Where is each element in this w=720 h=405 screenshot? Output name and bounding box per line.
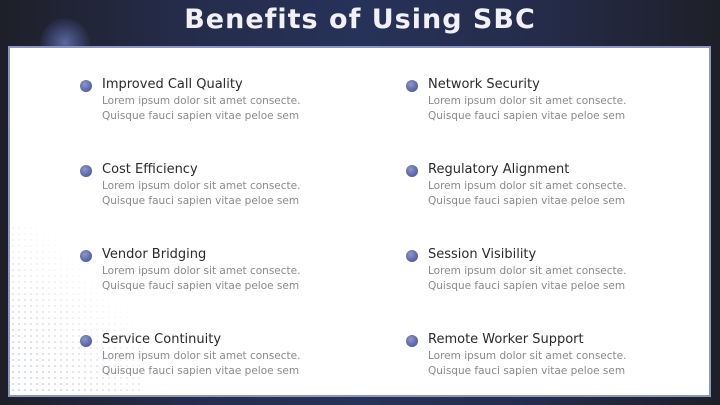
benefit-description: Lorem ipsum dolor sit amet consecte.Quis… [428,350,627,377]
benefit-description: Lorem ipsum dolor sit amet consecte.Quis… [102,265,301,292]
benefit-title: Network Security [428,77,540,92]
benefit-title: Remote Worker Support [428,332,584,347]
bullet-circle-icon [80,165,92,177]
bullet-circle-icon [80,80,92,92]
benefit-title: Service Continuity [102,332,222,347]
benefit-description: Lorem ipsum dolor sit amet consecte.Quis… [428,265,627,292]
benefit-title: Session Visibility [428,247,537,262]
benefit-description: Lorem ipsum dolor sit amet consecte.Quis… [428,95,627,122]
bullet-circle-icon [406,165,418,177]
content-panel: Improved Call Quality Lorem ipsum dolor … [8,46,711,397]
benefit-description: Lorem ipsum dolor sit amet consecte.Quis… [428,180,627,207]
benefit-title: Cost Efficiency [102,162,198,177]
bullet-circle-icon [406,335,418,347]
dot-pattern-decoration [10,225,140,395]
bullet-circle-icon [406,80,418,92]
benefit-description: Lorem ipsum dolor sit amet consecte.Quis… [102,350,301,377]
bullet-circle-icon [80,335,92,347]
bullet-circle-icon [406,250,418,262]
benefit-title: Improved Call Quality [102,77,243,92]
benefit-description: Lorem ipsum dolor sit amet consecte.Quis… [102,95,301,122]
benefit-title: Vendor Bridging [102,247,207,262]
slide-title: Benefits of Using SBC [184,4,536,35]
benefit-title: Regulatory Alignment [428,162,570,177]
bullet-circle-icon [80,250,92,262]
benefit-description: Lorem ipsum dolor sit amet consecte.Quis… [102,180,301,207]
